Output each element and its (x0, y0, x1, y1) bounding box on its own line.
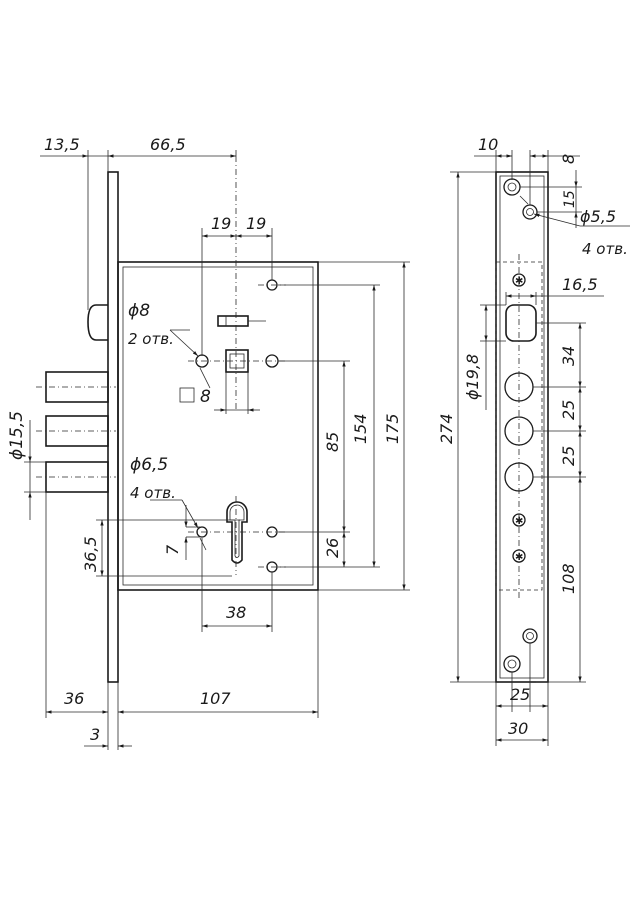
label-19-right: 19 (246, 214, 266, 233)
label-175: 175 (383, 413, 402, 444)
square-symbol (179, 387, 195, 403)
label-4-holes-front: 4 отв. (130, 484, 176, 502)
latch-bolt (87, 304, 108, 341)
side-screw-bottom-2 (503, 655, 521, 673)
label-36: 36 (64, 689, 84, 708)
front-view (36, 156, 319, 683)
label-phi19-8: ϕ19,8 (463, 354, 482, 400)
cylinder-cutout (226, 501, 248, 564)
label-16-5: 16,5 (562, 275, 598, 294)
side-case-hidden (495, 261, 543, 591)
lock-case-inner (122, 266, 314, 586)
label-154: 154 (351, 413, 370, 444)
side-dimensions (450, 150, 630, 746)
label-15: 15 (562, 190, 578, 208)
label-34: 34 (559, 346, 578, 366)
label-phi8: ϕ8 (128, 301, 150, 321)
label-30: 30 (508, 719, 528, 738)
label-274: 274 (437, 413, 456, 444)
label-36-5: 36,5 (81, 536, 100, 572)
label-66-5: 66,5 (150, 135, 186, 154)
label-107: 107 (200, 689, 231, 708)
latch-pin (217, 315, 249, 327)
side-view: ✱ ✱ ✱ (495, 171, 549, 683)
label-phi15-5: ϕ15,5 (7, 411, 27, 460)
label-25-b: 25 (559, 446, 578, 466)
side-labels: 10 8 15 ϕ5,5 4 отв. 16,5 ϕ19,8 34 25 25 … (437, 135, 628, 738)
lock-case (117, 261, 319, 591)
label-10: 10 (478, 135, 498, 154)
label-2-holes: 2 отв. (128, 330, 174, 348)
label-13-5: 13,5 (44, 135, 80, 154)
label-85: 85 (323, 432, 342, 452)
svg-text:✱: ✱ (515, 516, 523, 527)
front-labels: 13,5 66,5 19 19 ϕ8 2 отв. 8 ϕ15,5 ϕ6,5 4… (7, 135, 402, 744)
label-26: 26 (323, 538, 342, 558)
label-4-holes-side: 4 отв. (582, 240, 628, 258)
label-25-bottom: 25 (510, 685, 530, 704)
spindle-square (225, 349, 249, 373)
label-phi6-5: ϕ6,5 (130, 455, 168, 475)
label-25-a: 25 (559, 400, 578, 420)
label-7: 7 (163, 544, 182, 555)
label-19-left: 19 (211, 214, 231, 233)
label-8-side: 8 (559, 154, 578, 164)
side-screw-bottom-1 (522, 628, 538, 644)
front-dimensions (24, 150, 410, 750)
side-screw-top-1 (503, 178, 521, 196)
label-38: 38 (226, 603, 246, 622)
side-latch-opening (505, 304, 537, 342)
faceplate (107, 171, 119, 683)
label-phi5-5: ϕ5,5 (580, 207, 616, 226)
side-screw-top-2 (522, 204, 538, 220)
label-108: 108 (559, 563, 578, 594)
label-square-8: 8 (200, 387, 211, 407)
label-3: 3 (90, 725, 100, 744)
